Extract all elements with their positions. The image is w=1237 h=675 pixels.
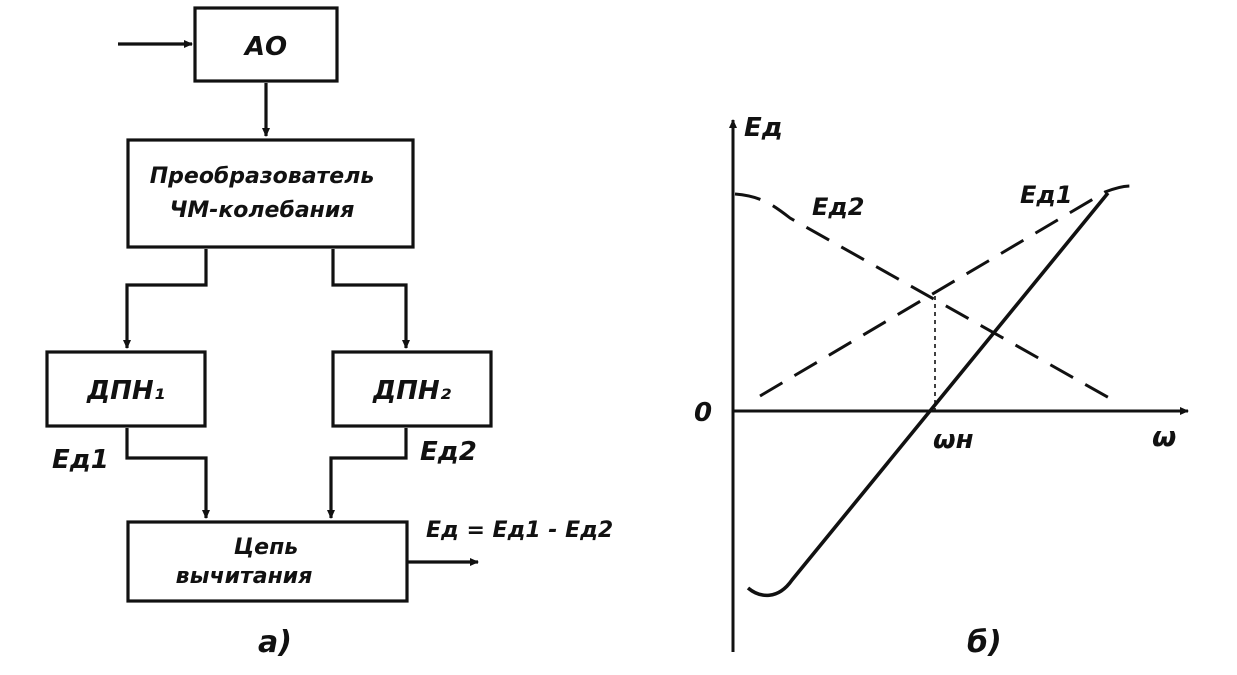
- subtractor-label-line2: вычитания: [176, 564, 313, 589]
- crossing-frequency-label: ωн: [933, 425, 974, 455]
- converter-to-dpn2-wire: [331, 249, 410, 349]
- dpn2-to-subtractor-wire: [327, 428, 408, 519]
- e-d2-curve: [734, 192, 1121, 406]
- e-d1-dashed-curve: [759, 184, 1144, 398]
- x-axis-label: ω: [1152, 420, 1176, 453]
- characteristic-graph: Eд ω 0 ωн Eд2 Eд1 б): [694, 113, 1189, 660]
- dpn1-to-subtractor-wire: [125, 428, 210, 519]
- output-formula: Eд = Eд1 - Eд2: [426, 518, 613, 543]
- converter-to-dpn1-wire: [123, 249, 208, 349]
- block-diagram: АО Преобразователь ЧМ-колебания ДПН₁ ДПН…: [45, 6, 613, 660]
- subtractor-label-line1: Цепь: [234, 535, 298, 560]
- caption-a: а): [258, 625, 292, 660]
- dpn1-label: ДПН₁: [86, 376, 165, 406]
- e-d2-curve-label: Eд2: [812, 193, 864, 221]
- origin-label: 0: [694, 398, 712, 428]
- dpn2-label: ДПН₂: [372, 376, 452, 406]
- ao-block: [193, 6, 339, 83]
- y-axis-label: Eд: [744, 113, 783, 143]
- ao-label: АО: [243, 32, 287, 62]
- discriminator-curve: [746, 191, 1110, 598]
- e-d2-output-label: Eд2: [420, 437, 477, 467]
- converter-block: [126, 138, 415, 249]
- subtractor-block: [126, 520, 409, 603]
- converter-label-line1: Преобразователь: [150, 164, 375, 189]
- e-d1-curve-label: Eд1: [1020, 181, 1072, 209]
- dpn1-block: [45, 350, 207, 428]
- converter-label-line2: ЧМ-колебания: [170, 198, 355, 223]
- dpn2-block: [331, 350, 493, 428]
- caption-b: б): [967, 625, 1002, 660]
- e-d1-output-label: Eд1: [52, 445, 109, 475]
